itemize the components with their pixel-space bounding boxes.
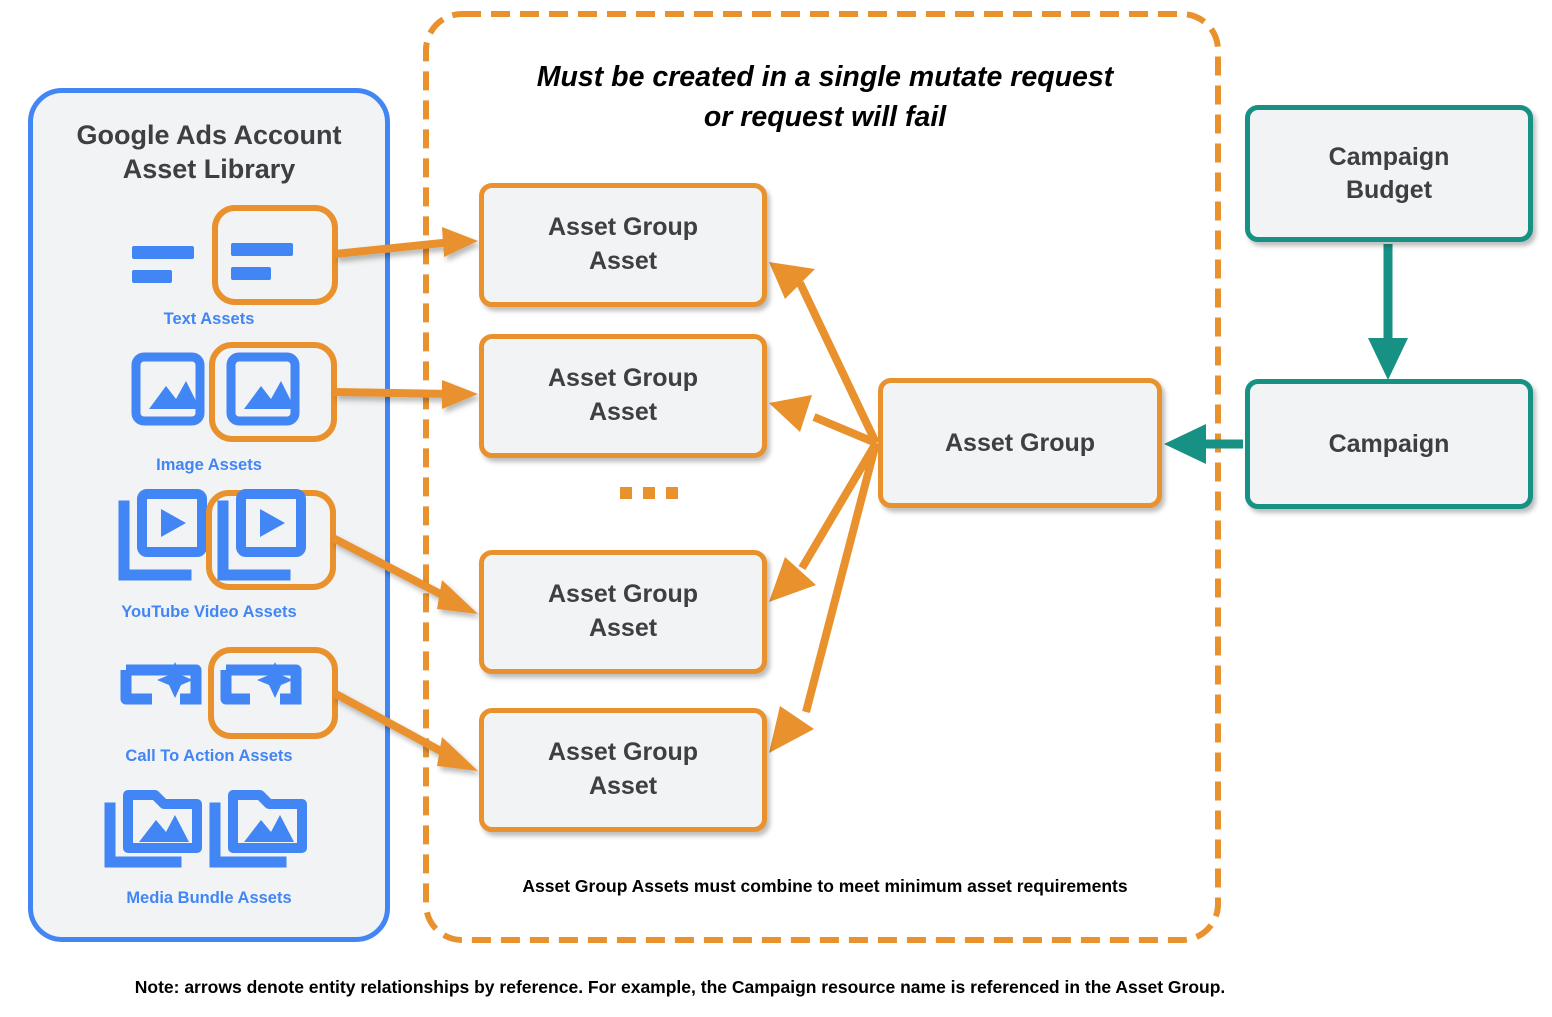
node-label-line2: Asset (588, 614, 658, 642)
node-label-line1: Asset Group (547, 738, 699, 767)
asset-library-title-line2: Asset Library (122, 154, 296, 185)
ellipsis-indicator (620, 487, 678, 499)
text-assets-highlight-box (212, 205, 338, 305)
caption-text-assets: Text Assets (163, 310, 255, 328)
image-icon (131, 352, 205, 426)
node-label-line2: Budget (1345, 175, 1433, 204)
connector-asset-group-to-asset-group-asset-4 (769, 441, 880, 753)
connector-asset-group-to-asset-group-asset-1 (769, 262, 880, 445)
ellipsis-dot (643, 487, 655, 499)
caption-youtube-video-assets: YouTube Video Assets (121, 603, 297, 621)
text-lines-icon (132, 246, 194, 283)
connector-asset-group-to-asset-group-asset-3 (769, 440, 880, 602)
connector-image-to-asset-group-asset-2 (333, 380, 478, 409)
node-label: Asset Group (944, 428, 1096, 457)
caption-call-to-action-assets: Call To Action Assets (125, 747, 293, 765)
connector-video-to-asset-group-asset-3 (331, 534, 478, 614)
mutate-region-title: Must be created in a single mutate reque… (430, 58, 1220, 138)
node-label-line1: Campaign (1328, 143, 1450, 171)
video-play-stack-icon-highlighted (217, 489, 306, 581)
asset-library-title-line1: Google Ads Account (76, 120, 342, 150)
connector-campaign-budget-to-campaign (1368, 244, 1408, 380)
text-lines-icon-highlighted (231, 243, 293, 280)
connector-text-to-asset-group-asset-1 (334, 227, 478, 258)
node-label: Campaign (1328, 429, 1450, 458)
connector-cta-to-asset-group-asset-4 (332, 689, 478, 771)
node-asset-group-asset[interactable]: Asset Group Asset (479, 550, 767, 674)
node-asset-group-asset[interactable]: Asset Group Asset (479, 334, 767, 458)
node-campaign-budget[interactable]: Campaign Budget (1245, 105, 1533, 242)
mutate-region-title-line1: Must be created in a single mutate reque… (536, 61, 1114, 93)
mutate-region-footnote: Asset Group Assets must combine to meet … (522, 876, 1128, 896)
node-label-line1: Asset Group (547, 580, 699, 609)
video-play-stack-icon (118, 489, 207, 581)
media-bundle-folder-icon (104, 790, 202, 868)
node-asset-group[interactable]: Asset Group (878, 378, 1162, 508)
mutate-request-region (423, 11, 1221, 943)
node-asset-group-asset[interactable]: Asset Group Asset (479, 708, 767, 832)
node-label-line2: Asset (588, 398, 658, 426)
asset-library-title: Google Ads Account Asset Library (28, 118, 390, 187)
caption-image-assets: Image Assets (156, 456, 262, 474)
call-to-action-icon (120, 662, 202, 705)
ellipsis-dot (666, 487, 678, 499)
connector-asset-group-to-asset-group-asset-2 (769, 395, 878, 447)
call-to-action-icon-highlighted (220, 662, 302, 705)
node-label-line1: Asset Group (547, 213, 699, 242)
mutate-region-title-line2: or request will fail (703, 100, 947, 133)
diagram-note: Note: arrows denote entity relationships… (134, 977, 1226, 997)
node-campaign[interactable]: Campaign (1245, 379, 1533, 509)
node-label-line2: Asset (588, 772, 658, 800)
node-label-line2: Asset (588, 247, 658, 275)
media-bundle-folder-icon-2 (209, 790, 307, 868)
connector-campaign-to-asset-group (1164, 424, 1243, 464)
ellipsis-dot (620, 487, 632, 499)
caption-media-bundle-assets: Media Bundle Assets (126, 889, 292, 907)
node-asset-group-asset[interactable]: Asset Group Asset (479, 183, 767, 307)
image-icon-highlighted (226, 352, 300, 426)
node-label-line1: Asset Group (547, 364, 699, 393)
